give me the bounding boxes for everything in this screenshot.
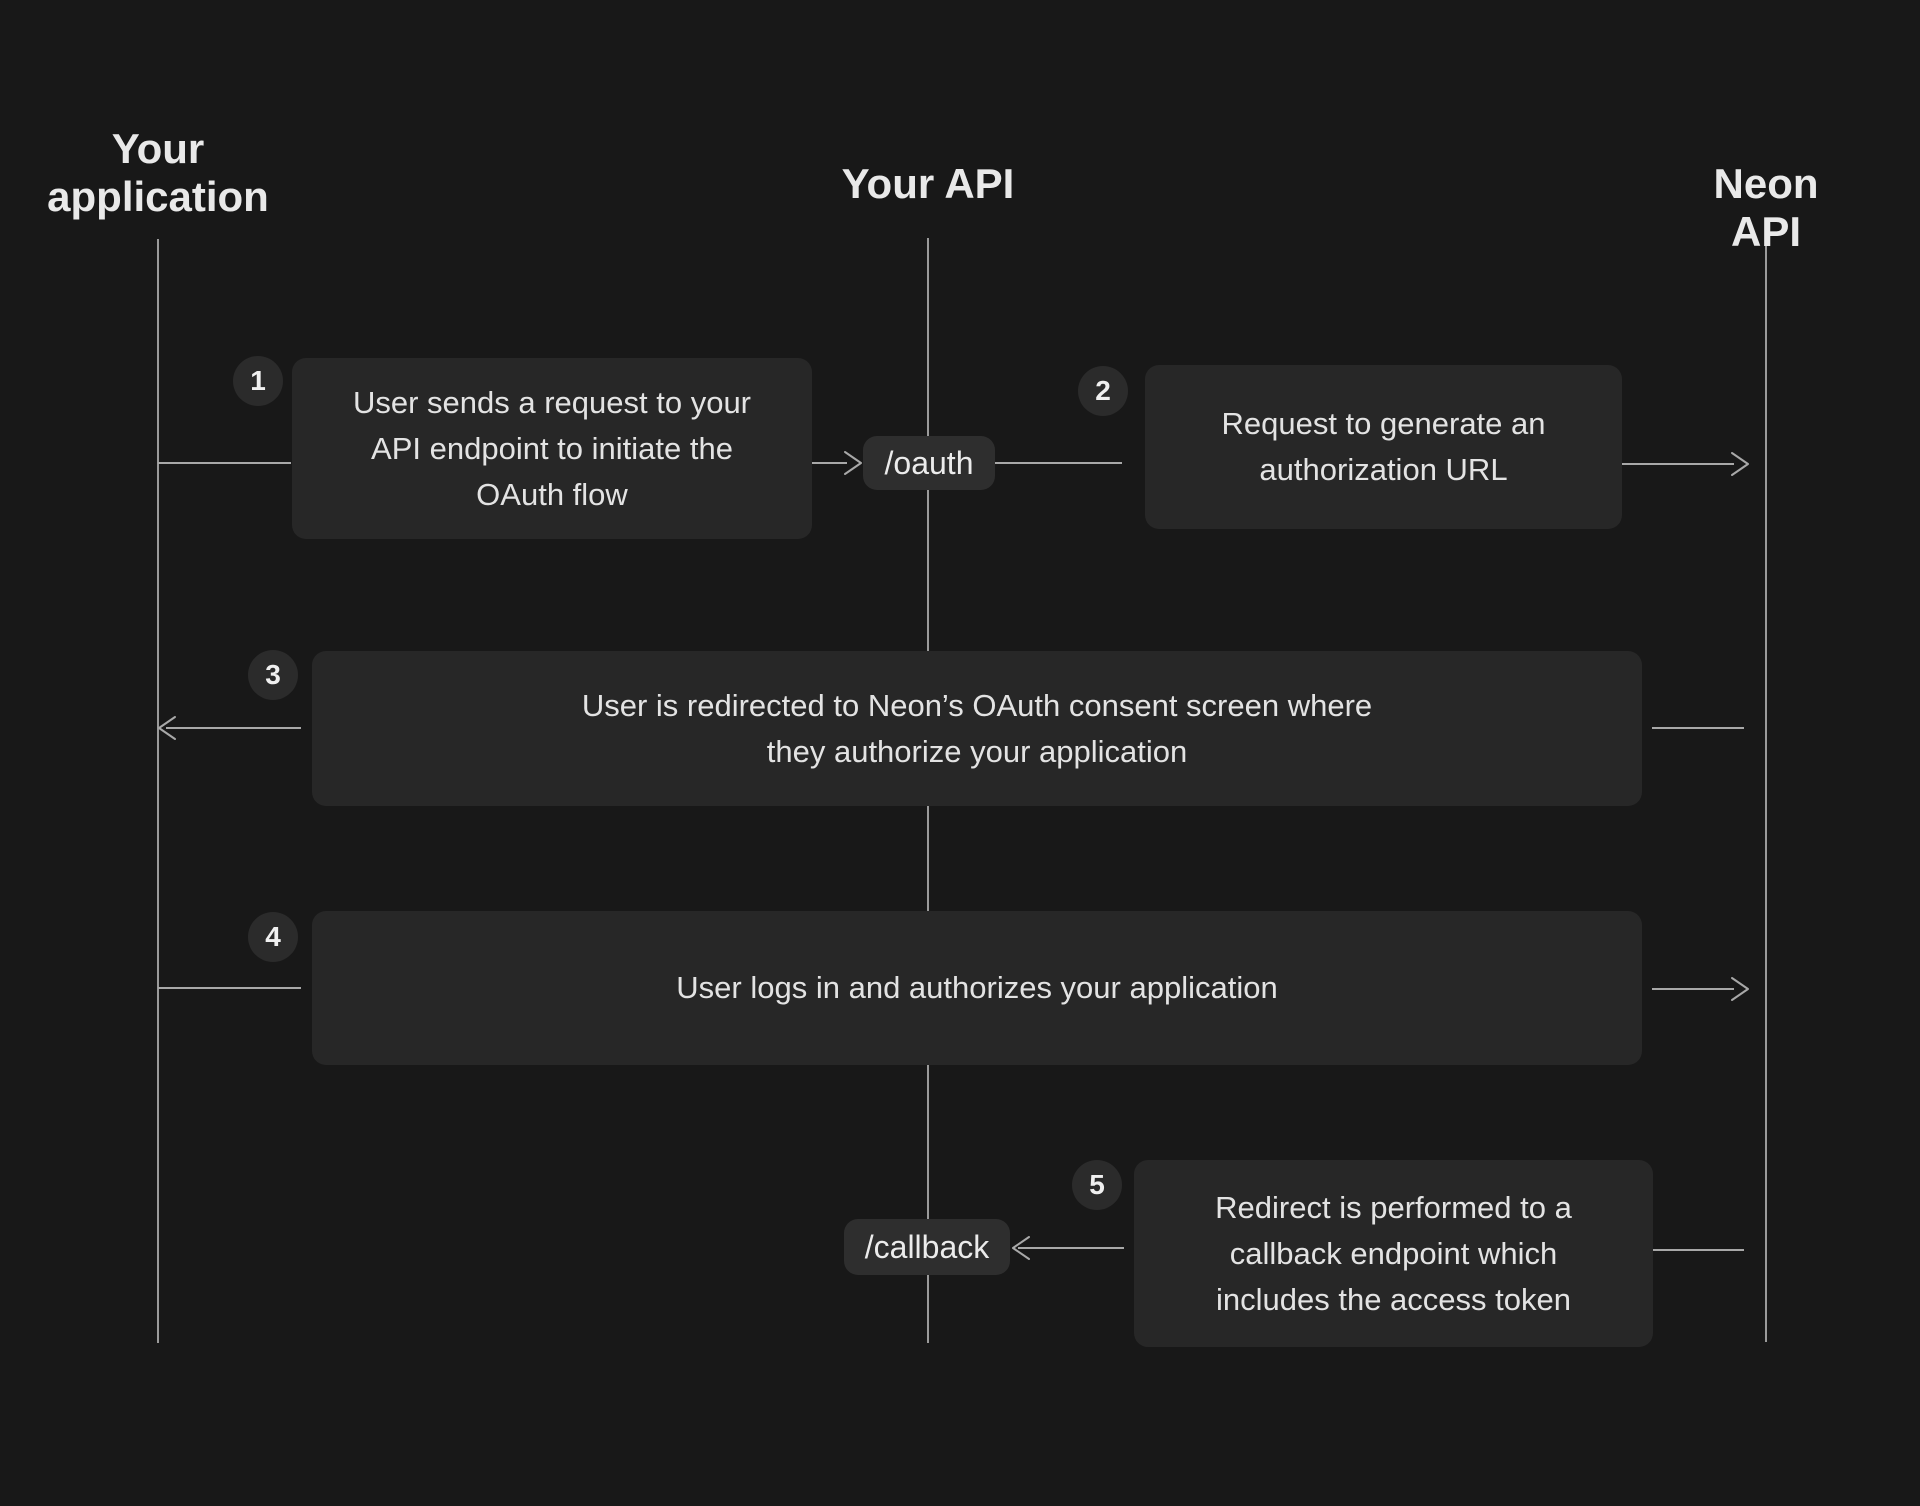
step1-text: User sends a request to your API endpoin… <box>352 384 752 512</box>
step1-badge: 1 <box>233 356 283 406</box>
step5-badge: 5 <box>1072 1160 1122 1210</box>
step3-text: User is redirected to Neon’s OAuth conse… <box>581 687 1373 769</box>
step4-box: User logs in and authorizes your applica… <box>312 911 1642 1065</box>
actor-neon-api: Neon API <box>1713 160 1819 255</box>
step2-badge: 2 <box>1078 366 1128 416</box>
actor-your-application: Your application <box>47 125 269 220</box>
step2-box: Request to generate an authorization URL <box>1145 365 1622 529</box>
step2-text: Request to generate an authorization URL <box>1221 406 1546 487</box>
oauth-endpoint-pill: /oauth <box>863 436 995 490</box>
step5-box: Redirect is performed to a callback endp… <box>1134 1160 1653 1347</box>
arrow-step3-box3-to-app <box>158 716 301 740</box>
arrow-step1-box1-to-oauth <box>812 451 862 475</box>
step5-text: Redirect is performed to a callback endp… <box>1215 1189 1572 1317</box>
step3-box: User is redirected to Neon’s OAuth conse… <box>312 651 1642 806</box>
step3-badge: 3 <box>248 650 298 700</box>
arrow-step1-box2-to-neon <box>1622 452 1749 476</box>
step4-badge: 4 <box>248 912 298 962</box>
step4-text: User logs in and authorizes your applica… <box>676 970 1278 1005</box>
step1-box: User sends a request to your API endpoin… <box>292 358 812 539</box>
actor-your-api: Your API <box>841 160 1015 207</box>
arrow-step5-box5-to-callback <box>1012 1236 1124 1260</box>
arrow-step4-box4-to-neon <box>1652 977 1749 1001</box>
callback-endpoint-pill: /callback <box>844 1219 1010 1275</box>
